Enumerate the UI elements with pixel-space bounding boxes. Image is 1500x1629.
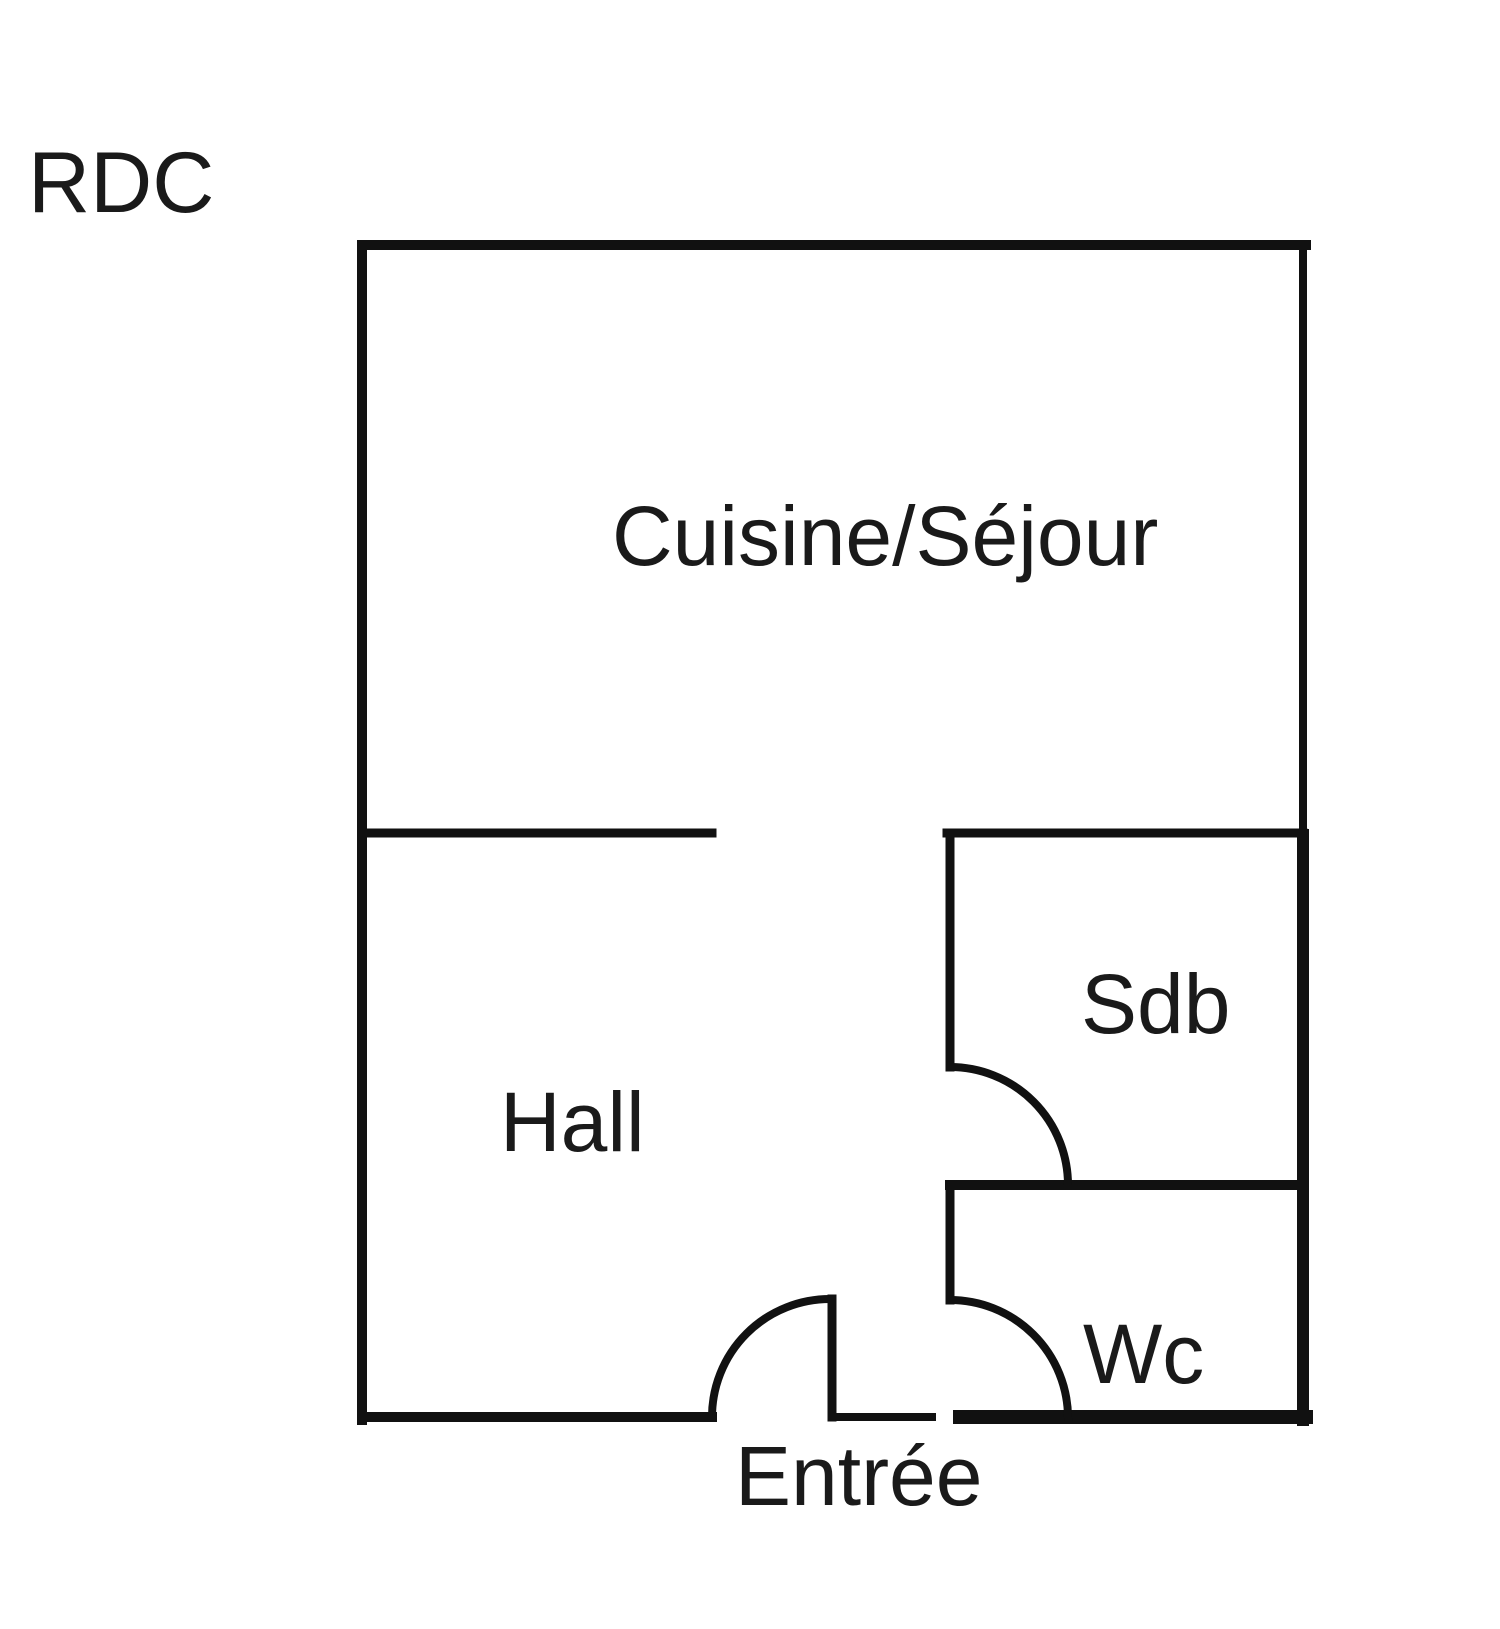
room-label-hall: Hall [500, 1075, 645, 1169]
outer-walls [357, 240, 1313, 1426]
doors [707, 1062, 1073, 1422]
entry-door-arc [707, 1294, 835, 1422]
room-label-sdb: Sdb [1081, 957, 1230, 1051]
sdb-door-arc [945, 1062, 1073, 1190]
room-label-cuisine-sejour: Cuisine/Séjour [612, 489, 1158, 583]
room-label-wc: Wc [1083, 1307, 1204, 1401]
interior-walls [357, 828, 1308, 1305]
wc-door-arc [945, 1295, 1073, 1422]
floor-label: RDC [28, 135, 214, 231]
room-label-entree: Entrée [735, 1429, 983, 1523]
